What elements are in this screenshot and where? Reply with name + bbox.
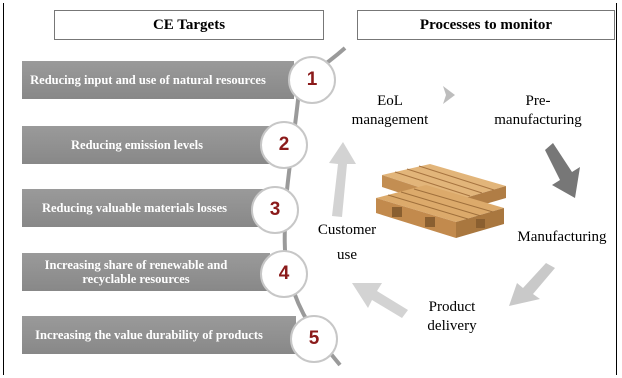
target-bar-1: Reducing input and use of natural resour… xyxy=(22,61,294,99)
arrow-manufacturing-to-delivery xyxy=(509,263,555,306)
target-bar-3: Reducing valuable materials losses xyxy=(22,189,267,227)
target-bar-4: Increasing share of renewable and recycl… xyxy=(22,253,270,291)
figure-frame xyxy=(3,3,617,375)
pallet-icon xyxy=(376,164,506,238)
target-bar-2: Reducing emission levels xyxy=(22,126,272,164)
arrow-customer-to-eol xyxy=(329,142,356,217)
arrow-pre-to-manufacturing xyxy=(545,143,580,198)
target-label-3: Reducing valuable materials losses xyxy=(41,201,228,215)
process-manufacturing: Manufacturing xyxy=(517,229,607,245)
target-number-1: 1 xyxy=(288,56,336,104)
target-number-5: 5 xyxy=(290,315,338,363)
target-bar-5: Increasing the value durability of produ… xyxy=(22,316,296,354)
target-number-2: 2 xyxy=(260,121,308,169)
process-product-delivery: Product delivery xyxy=(427,299,477,334)
target-number-4: 4 xyxy=(260,250,308,298)
process-eol-management: EoL management xyxy=(351,93,429,128)
ce-targets-header: CE Targets xyxy=(54,10,324,40)
process-pre-manufacturing: Pre- manufacturing xyxy=(494,93,582,128)
target-label-1: Reducing input and use of natural resour… xyxy=(30,73,266,87)
cycle-arrows xyxy=(329,86,580,318)
processes-header: Processes to monitor xyxy=(357,10,615,40)
arrow-eol-to-pre xyxy=(443,86,455,104)
target-label-5: Increasing the value durability of produ… xyxy=(35,328,263,342)
target-label-4: Increasing share of renewable and recycl… xyxy=(44,258,228,286)
target-number-3: 3 xyxy=(251,186,299,234)
target-label-2: Reducing emission levels xyxy=(71,138,203,152)
arrow-delivery-to-customer xyxy=(352,283,408,318)
process-customer-use: Customer use xyxy=(317,222,377,263)
